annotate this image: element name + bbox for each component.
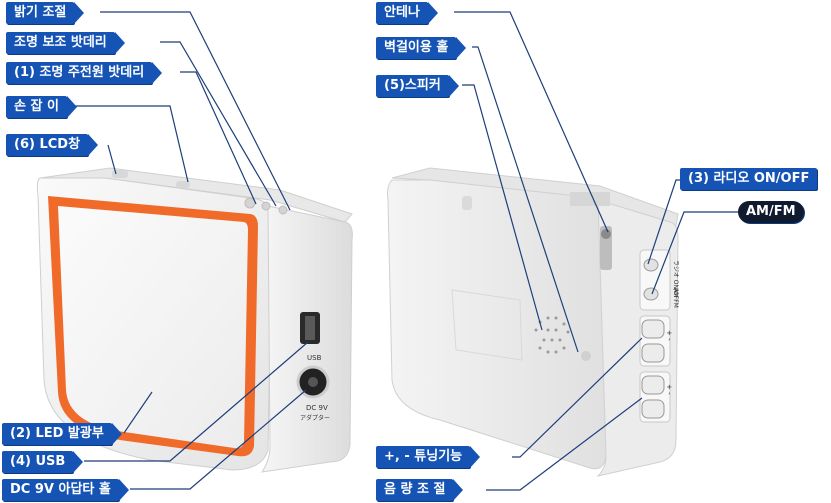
aux-battery-label: 조명 보조 밧데리 [6,32,125,54]
radio-switch-text: ラジオ ON/OFF [672,260,679,303]
band-switch-text: AM FM [672,288,679,308]
volume-mark-text: + - [665,384,673,395]
left-device [36,167,353,473]
right-device [387,167,679,477]
speaker-label: (5)스피커 [376,75,459,97]
usb-label: (4) USB [2,451,84,473]
handle [112,170,128,178]
radio-onoff-label: (3) 라디오 ON/OFF [680,168,818,190]
main-battery-label: (1) 조명 주전원 밧데리 [6,62,163,84]
tuning-mark-text: + - [665,330,673,341]
usb-port-text: USB [307,354,322,362]
speaker-grille [534,316,570,354]
antenna-label: 안테나 [376,2,438,24]
am-fm-switch [643,287,659,301]
volume-label: 음 량 조 절 [376,479,464,501]
wall-hole-label: 벽걸이용 홀 [376,37,467,59]
dc-port-text-1: DC 9V [306,404,328,412]
volume-down-button [641,399,665,419]
volume-up-button [641,375,665,395]
radio-onoff-switch [643,258,659,272]
brightness-label: 밝기 조절 [6,2,85,24]
tuning-label: +, - 튜닝기능 [376,446,481,468]
tune-up-button [641,319,665,339]
tune-down-button [641,343,665,363]
leader-lines [66,11,742,491]
dc-adapter-label: DC 9V 아답타 홀 [2,479,129,501]
lcd-label: (6) LCD창 [6,134,99,156]
am-fm-label: AM/FM [738,201,804,223]
led-label: (2) LED 발광부 [2,423,122,445]
dc-port-text-2: アダプター [300,414,330,422]
handle-label: 손 잡 이 [6,96,77,118]
